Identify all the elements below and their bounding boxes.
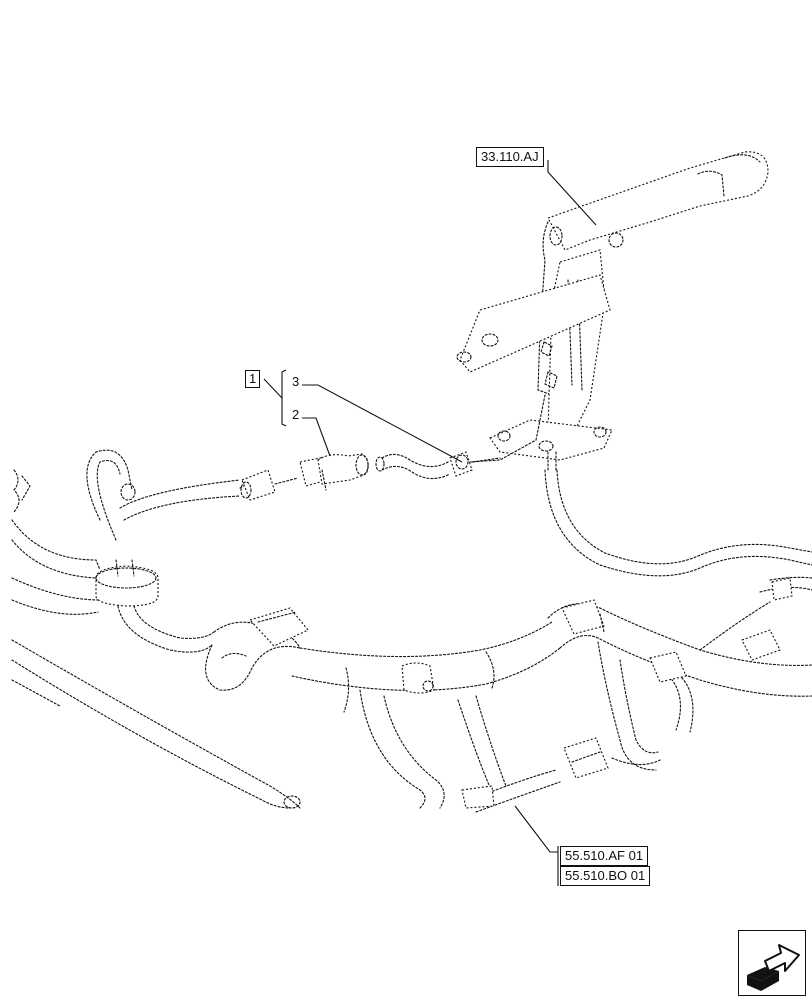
next-page-button[interactable] xyxy=(738,930,806,996)
harness-connector-part-2 xyxy=(239,453,369,501)
callout-assembly-1: 1 xyxy=(245,370,261,388)
reference-box-top[interactable]: 33.110.AJ xyxy=(476,147,544,167)
reference-box-bottom-1[interactable]: 55.510.AF 01 xyxy=(560,846,649,866)
parking-brake-lever xyxy=(456,151,769,471)
reference-box-bottom-2[interactable]: 55.510.BO 01 xyxy=(560,866,651,886)
switch-cable xyxy=(544,469,812,577)
callout-part-2: 2 xyxy=(292,407,300,422)
main-harness xyxy=(11,449,812,813)
hose-part-3 xyxy=(375,451,501,480)
callout-part-3: 3 xyxy=(292,374,300,389)
next-page-arrow-icon xyxy=(747,944,800,991)
leader-lines xyxy=(263,160,597,886)
